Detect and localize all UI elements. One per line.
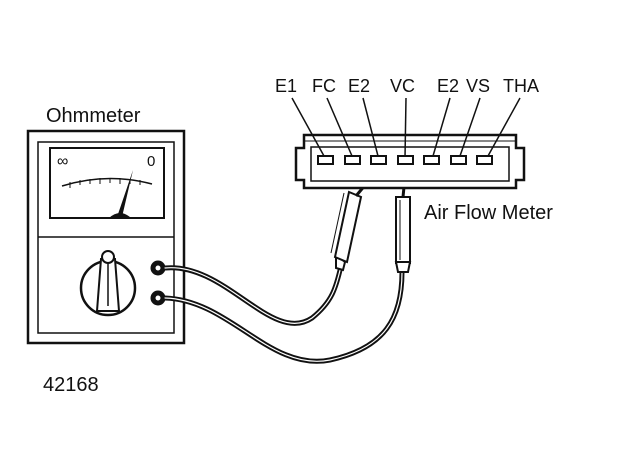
pin-label-tha: THA <box>503 76 539 96</box>
test-lead-to-vc <box>162 269 405 364</box>
air-flow-meter-label: Air Flow Meter <box>424 202 553 224</box>
test-lead-to-e2-core <box>164 265 342 325</box>
ohmmeter-scale-arc <box>61 177 153 187</box>
ohmmeter-label: Ohmmeter <box>46 105 141 127</box>
probe-vc <box>394 164 412 273</box>
ohmmeter-needle <box>117 170 133 217</box>
ohmmeter-terminal-positive <box>150 260 166 276</box>
terminal-e2-second <box>423 155 440 165</box>
terminal-e1 <box>317 155 334 165</box>
pin-label-vs: VS <box>466 76 490 96</box>
ohmmeter-terminal-negative <box>150 290 166 306</box>
pin-label-fc: FC <box>312 76 336 96</box>
air-flow-meter-connector: Air Flow Meter E1 FC E2 VC E2 VS THA <box>275 76 553 224</box>
pin-label-e1: E1 <box>275 76 297 96</box>
pin-label-e2: E2 <box>348 76 370 96</box>
ohmmeter: Ohmmeter ∞ 0 <box>26 105 186 345</box>
terminal-vc <box>397 155 414 165</box>
range-selector-knob[interactable] <box>79 250 137 317</box>
figure-number: 42168 <box>43 374 99 396</box>
connector-terminals <box>317 155 493 165</box>
test-lead-to-e2 <box>162 263 344 326</box>
pin-leader-lines <box>291 97 521 159</box>
ohmmeter-needle-pivot <box>109 213 131 218</box>
pin-label-vc: VC <box>390 76 415 96</box>
test-lead-to-vc-core <box>164 271 403 362</box>
scale-infinity-mark: ∞ <box>57 153 68 170</box>
terminal-vs <box>450 155 467 165</box>
terminal-tha <box>476 155 493 165</box>
scale-zero-mark: 0 <box>147 153 155 170</box>
terminal-fc <box>344 155 361 165</box>
test-leads <box>162 263 405 364</box>
pin-label-e2-second: E2 <box>437 76 459 96</box>
terminal-e2 <box>370 155 387 165</box>
